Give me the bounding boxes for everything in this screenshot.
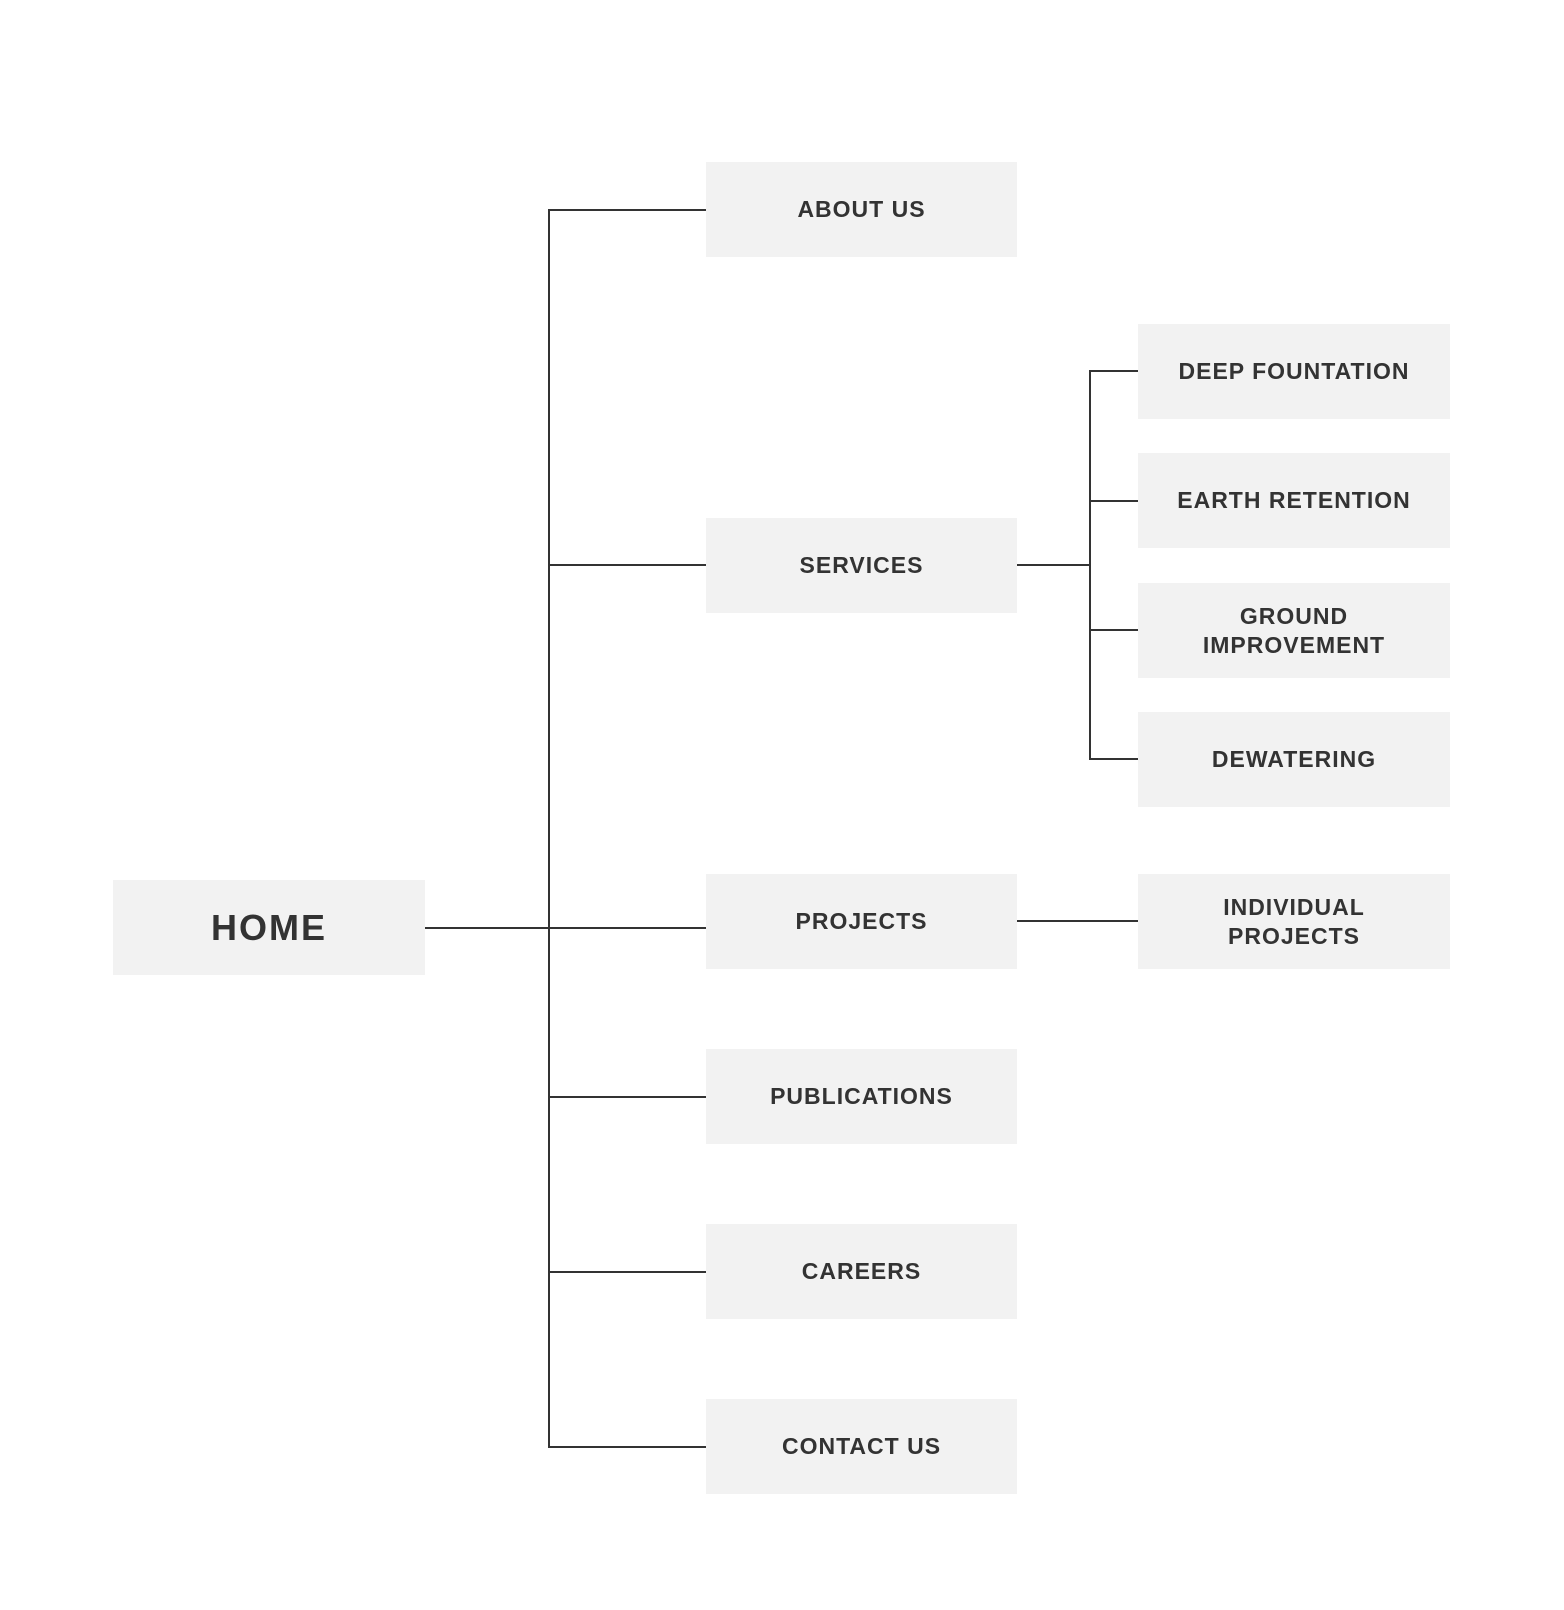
publications-node[interactable]: PUBLICATIONS: [706, 1049, 1017, 1144]
services-node[interactable]: SERVICES: [706, 518, 1017, 613]
connector-dewatering: [1089, 758, 1138, 760]
connector-projects: [548, 927, 706, 929]
connector-publications: [548, 1096, 706, 1098]
about-us-node[interactable]: ABOUT US: [706, 162, 1017, 257]
connector-deep-foundation: [1089, 370, 1138, 372]
careers-node[interactable]: CAREERS: [706, 1224, 1017, 1319]
connector-individual-projects: [1017, 920, 1138, 922]
connector-services-branch: [1089, 370, 1091, 760]
connector-services-trunk: [1017, 564, 1091, 566]
connector-about: [548, 209, 706, 211]
connector-ground-improvement: [1089, 629, 1138, 631]
connector-main-trunk: [548, 209, 550, 1448]
earth-retention-node[interactable]: EARTH RETENTION: [1138, 453, 1450, 548]
projects-node[interactable]: PROJECTS: [706, 874, 1017, 969]
individual-projects-node[interactable]: INDIVIDUAL PROJECTS: [1138, 874, 1450, 969]
ground-improvement-node[interactable]: GROUND IMPROVEMENT: [1138, 583, 1450, 678]
connector-careers: [548, 1271, 706, 1273]
connector-earth-retention: [1089, 500, 1138, 502]
home-node[interactable]: HOME: [113, 880, 425, 975]
connector-services: [548, 564, 706, 566]
connector-contact: [548, 1446, 706, 1448]
connector-home-trunk: [425, 927, 550, 929]
contact-us-node[interactable]: CONTACT US: [706, 1399, 1017, 1494]
deep-foundation-node[interactable]: DEEP FOUNTATION: [1138, 324, 1450, 419]
dewatering-node[interactable]: DEWATERING: [1138, 712, 1450, 807]
